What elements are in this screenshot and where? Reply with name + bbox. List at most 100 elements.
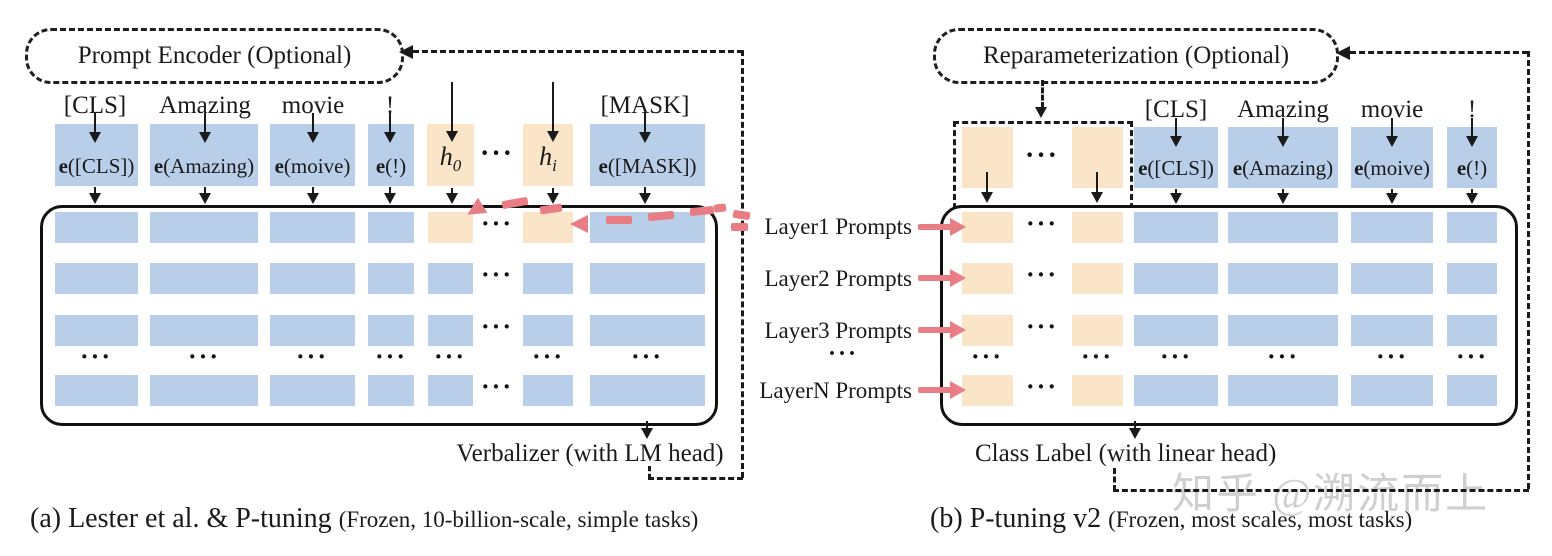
matrix-cell [1351,263,1433,294]
arrow-down-line [1471,189,1473,196]
arrow-down-head [1277,136,1289,147]
matrix-cell [1447,263,1497,294]
pink-trail-dash [731,223,748,231]
layer-prompt-arrow-head [950,269,966,287]
matrix-cell-prompt [1072,315,1123,346]
arrow-down-line [94,113,96,135]
arrow-down-head [1277,193,1289,204]
matrix-cell [368,375,414,406]
ellipsis-layers: ··· [827,341,859,367]
arrow-down-line [1391,118,1393,139]
arrow-down-head [1091,192,1103,203]
matrix-cell-prompt [962,315,1013,346]
matrix-cell [368,212,414,243]
ellipsis-gap: ··· [480,312,514,341]
arrow-down-line [1471,118,1473,139]
matrix-cell [1351,212,1433,243]
ellipsis-input-prompts: ··· [1024,140,1060,171]
matrix-cell [428,315,473,346]
matrix-cell [1447,315,1497,346]
layer2-prompts-label: Layer2 Prompts [764,266,912,291]
matrix-cell [1228,375,1338,406]
class-label: Class Label (with linear head) [975,440,1277,467]
pink-trail-dash [606,216,632,224]
matrix-cell-prompt [1072,212,1123,243]
arrow-down-line [312,187,314,196]
feedback-top-a [413,50,743,53]
arrow-down-line [1175,189,1177,196]
arrow-down-line [1096,172,1098,195]
ellipsis-depth: ··· [433,342,467,371]
matrix-cell-prompt [962,263,1013,294]
feedback-arrowhead-a [399,45,413,59]
matrix-cell [1351,315,1433,346]
layer-prompt-arrow-head [950,218,966,236]
matrix-cell [150,315,258,346]
ellipsis-depth: ··· [1455,342,1489,371]
arrow-down-line [1134,421,1136,431]
layer3-prompts-label: Layer3 Prompts [764,318,912,343]
matrix-cell-prompt [1072,375,1123,406]
arrow-down-line [1282,189,1284,196]
matrix-cell [55,263,138,294]
matrix-cell-prompt [962,212,1013,243]
layer-prompt-arrow-head [950,321,966,339]
arrow-down-line [389,113,391,135]
matrix-cell [1134,315,1218,346]
arrow-down-line [204,187,206,196]
ellipsis-depth: ··· [1375,342,1409,371]
matrix-cell [1228,315,1338,346]
arrow-down-head [446,131,458,142]
ellipsis-depth: ··· [1080,342,1114,371]
arrow-down-line [986,172,988,195]
arrow-down-head [307,193,319,204]
arrow-down-head [384,193,396,204]
arrow-down-head [1170,136,1182,147]
arrow-down-line [204,113,206,135]
matrix-cell [523,263,573,294]
matrix-cell [368,263,414,294]
matrix-cell-prompt [1072,263,1123,294]
layer1-prompts-label: Layer1 Prompts [764,214,912,239]
layer-prompt-arrow-head [950,381,966,399]
arrow-down-head [1129,428,1141,439]
matrix-cell [270,315,355,346]
verbalizer-label: Verbalizer (with LM head) [456,440,724,467]
token-excl: ! [385,92,395,119]
matrix-cell [523,315,573,346]
ellipsis-depth: ··· [531,342,565,371]
arrow-down-head [547,193,559,204]
matrix-cell [150,212,258,243]
ellipsis-gap: ··· [1025,372,1059,401]
matrix-cell [270,263,355,294]
matrix-cell [1447,375,1497,406]
arrow-down-head [1386,136,1398,147]
feedback-top-b [1350,51,1528,54]
arrow-down-head [199,132,211,143]
arrow-down-head [89,132,101,143]
arrow-down-line [451,188,453,196]
reparam-down-dash [1041,80,1044,108]
matrix-cell [1134,263,1218,294]
caption-a: (a) Lester et al. & P-tuning (Frozen, 10… [30,503,699,534]
arrow-down-line [1391,189,1393,196]
matrix-cell [428,263,473,294]
arrow-down-line [644,113,646,135]
pink-trail-head-2 [570,215,588,233]
arrow-down-line [552,82,554,134]
matrix-cell [1447,212,1497,243]
reparam-down-head [1035,107,1047,118]
ellipsis-h: ··· [479,138,515,169]
ellipsis-depth: ··· [295,342,329,371]
feedback-arrowhead-b [1336,46,1350,60]
matrix-cell [590,375,705,406]
layer-prompt-arrow-line [918,275,952,281]
arrow-down-head [1466,193,1478,204]
arrow-down-head [307,132,319,143]
feedback-stub-a [648,466,651,479]
arrow-down-line [644,187,646,196]
watermark-text: 知乎 @溯流而上 [1172,472,1490,518]
arrow-down-head [446,193,458,204]
matrix-cell [1134,212,1218,243]
arrow-down-line [451,82,453,134]
